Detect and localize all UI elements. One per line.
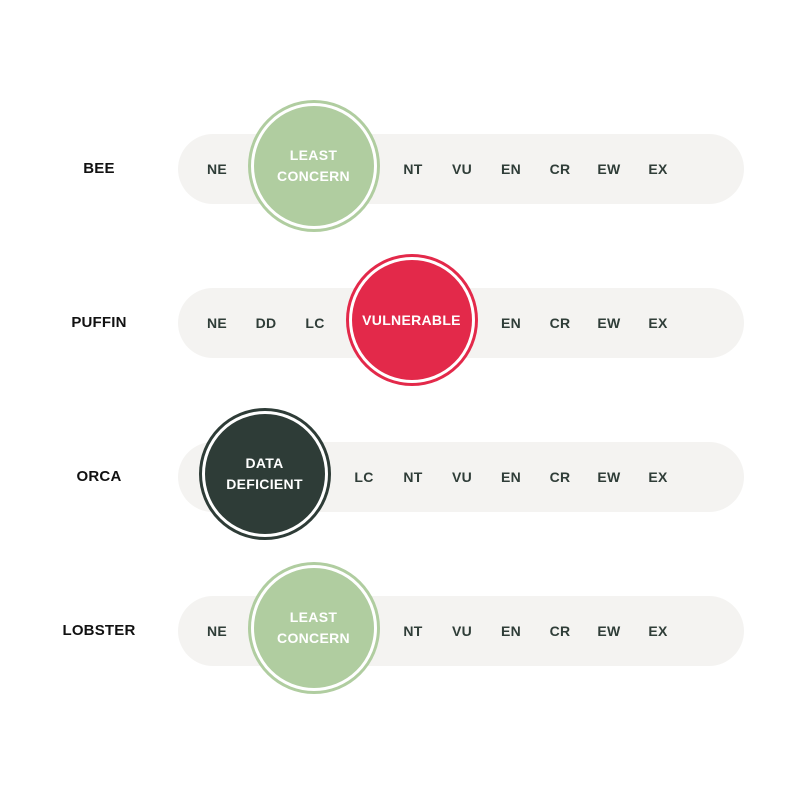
status-row-orca: ORCANEDATADEFICIENTLCNTVUENCREWEX (0, 397, 800, 557)
status-code-en: EN (500, 469, 522, 485)
status-badge: VULNERABLE (348, 257, 475, 383)
status-badge: LEAST CONCERN (250, 103, 377, 229)
status-code-ne: NE (206, 315, 228, 331)
status-badge-line: LEAST (289, 147, 338, 163)
status-badge-line: DATA (245, 455, 284, 471)
status-badge: LEAST CONCERN (250, 565, 377, 691)
status-code-cr: CR (549, 161, 571, 177)
status-code-lc: LC (354, 469, 374, 485)
status-badge: DATA DEFICIENT (201, 411, 328, 537)
status-code-cr: CR (549, 469, 571, 485)
status-code-ew: EW (597, 315, 621, 331)
status-code-ex: EX (648, 315, 668, 331)
status-code-ew: EW (597, 623, 621, 639)
status-code-en: EN (500, 315, 522, 331)
status-badge-label: LEAST CONCERN (277, 145, 350, 187)
animal-label: BEE (83, 160, 115, 177)
status-row-lobster: LOBSTERNEDDLEASTCONCERNNTVUENCREWEX (0, 551, 800, 711)
status-code-cr: CR (549, 315, 571, 331)
status-code-cr: CR (549, 623, 571, 639)
status-code-en: EN (500, 161, 522, 177)
status-code-ex: EX (648, 623, 668, 639)
status-code-vu: VU (451, 161, 473, 177)
status-badge-line: DEFICIENT (226, 476, 303, 492)
status-code-ne: NE (206, 161, 228, 177)
status-code-ne: NE (206, 623, 228, 639)
status-code-ex: EX (648, 161, 668, 177)
status-row-bee: BEENEDDLEASTCONCERNNTVUENCREWEX (0, 89, 800, 249)
status-code-nt: NT (403, 469, 423, 485)
status-code-nt: NT (403, 623, 423, 639)
status-badge-line: CONCERN (277, 630, 350, 646)
status-row-puffin: PUFFINNEDDLCNTVULNERABLEENCREWEX (0, 243, 800, 403)
status-code-en: EN (500, 623, 522, 639)
status-code-nt: NT (403, 161, 423, 177)
status-code-vu: VU (451, 623, 473, 639)
status-code-ew: EW (597, 469, 621, 485)
status-badge-label: LEAST CONCERN (277, 607, 350, 649)
status-badge-label: DATA DEFICIENT (226, 453, 303, 495)
status-code-lc: LC (305, 315, 325, 331)
animal-label: ORCA (76, 468, 122, 485)
status-code-ew: EW (597, 161, 621, 177)
status-badge-label: VULNERABLE (362, 310, 461, 331)
animal-label: PUFFIN (71, 314, 127, 331)
animal-label: LOBSTER (62, 622, 136, 639)
status-code-ex: EX (648, 469, 668, 485)
status-code-dd: DD (255, 315, 277, 331)
status-badge-line: LEAST (289, 609, 338, 625)
status-badge-line: CONCERN (277, 168, 350, 184)
status-badge-line: VULNERABLE (362, 311, 461, 328)
status-code-vu: VU (451, 469, 473, 485)
